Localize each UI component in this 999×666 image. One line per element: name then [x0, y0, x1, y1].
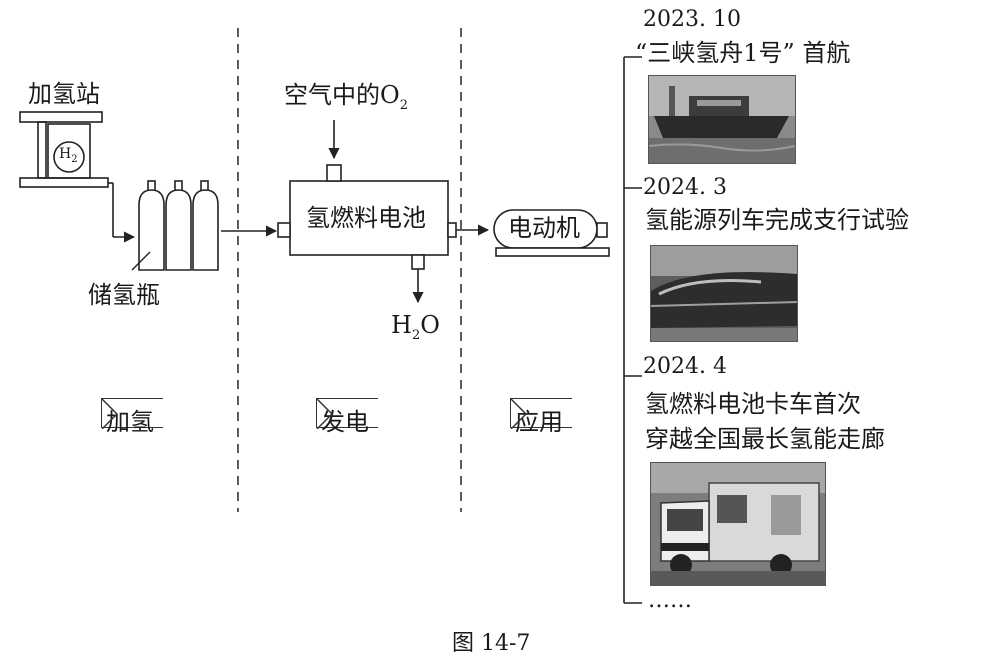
train-photo-art [651, 246, 797, 341]
h2-symbol: H2 [59, 146, 78, 165]
ship-photo-art [649, 76, 795, 163]
milestone-3-text-line-1: 氢燃料电池卡车首次 [645, 390, 861, 418]
motor-label: 电动机 [508, 214, 580, 242]
hydrogen-station [19, 111, 114, 237]
milestone-3-text-line-2: 穿越全国最长氢能走廊 [645, 425, 885, 453]
figure-caption: 图 14-7 [452, 631, 531, 656]
water-label-main: H [391, 311, 412, 339]
h2-sub: 2 [71, 154, 78, 165]
ship-photo [648, 75, 796, 164]
stage-tag-apply-text: 应用 [515, 408, 563, 436]
truck-photo-art [651, 463, 825, 585]
train-photo [650, 245, 798, 342]
air-label-main: 空气中的O [284, 81, 400, 109]
stage-tag-generate-text: 发电 [321, 408, 369, 436]
motor-drawing [493, 209, 610, 257]
water-label: H2O [391, 311, 440, 342]
truck-photo [650, 462, 826, 586]
fuel-cell-box [277, 164, 457, 270]
air-label: 空气中的O2 [284, 81, 408, 112]
milestone-1-text: “三峡氢舟1号” 首航 [635, 39, 851, 67]
tag-arrow-shape [317, 399, 333, 429]
milestone-2-text: 氢能源列车完成支行试验 [645, 206, 909, 234]
air-label-sub: 2 [399, 98, 408, 113]
milestone-1-date: 2023. 10 [643, 7, 741, 32]
water-label-tail: O [420, 311, 440, 339]
tag-arrow-shape [511, 399, 527, 429]
stage-tag-refuel-text: 加氢 [106, 408, 154, 436]
station-label: 加氢站 [28, 80, 100, 108]
bottle-label-leader [131, 251, 151, 271]
fuel-cell-label: 氢燃料电池 [306, 204, 426, 232]
tag-arrow-shape [102, 399, 118, 429]
water-label-sub: 2 [411, 328, 421, 343]
timeline [623, 56, 642, 604]
bottle-label: 储氢瓶 [88, 281, 160, 309]
hydrogen-bottles [138, 180, 219, 271]
milestone-3-date: 2024. 4 [643, 354, 727, 379]
stage-tag-refuel: 加氢 [101, 398, 163, 436]
milestone-2-date: 2024. 3 [643, 175, 727, 200]
stage-tag-apply: 应用 [510, 398, 572, 436]
h2-main: H [59, 146, 72, 162]
stage-tag-generate: 发电 [316, 398, 378, 436]
timeline-more: …… [648, 588, 692, 613]
